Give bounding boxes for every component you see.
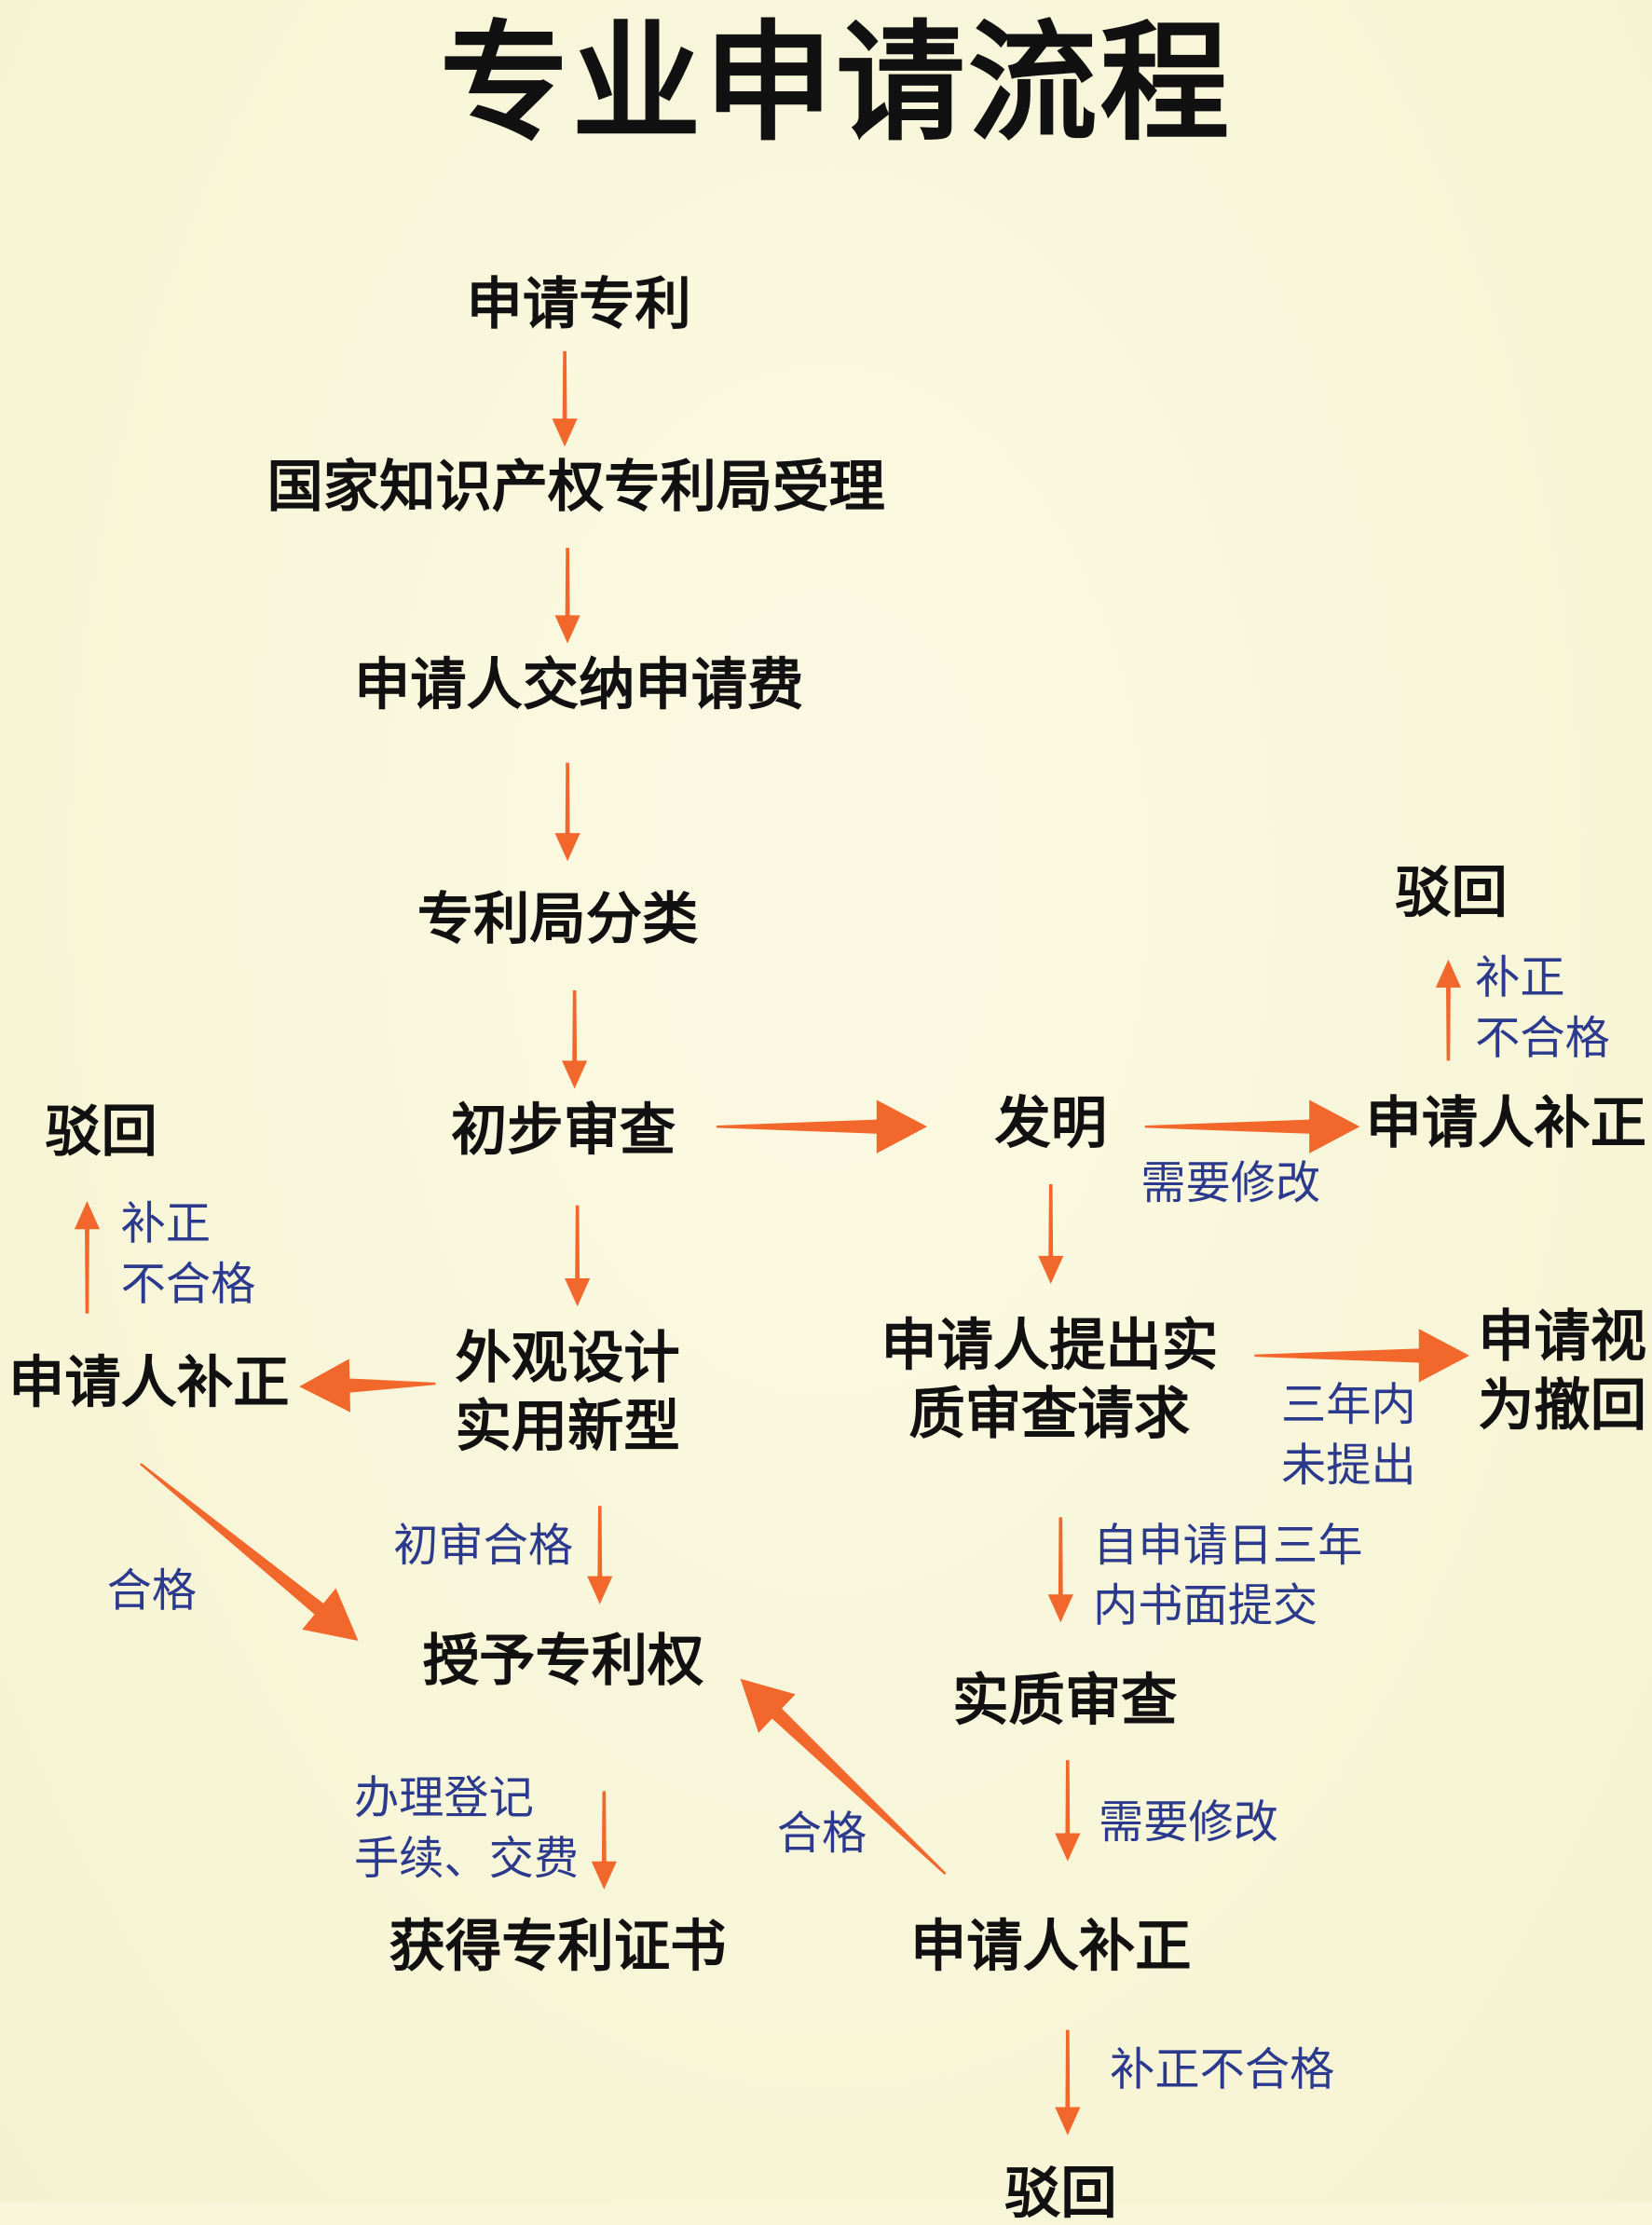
flow-arrow [1047, 1517, 1073, 1623]
label-line: 不合格 [1475, 1011, 1610, 1065]
label-prelim-pass: 初审合格 [393, 1518, 574, 1573]
flow-arrow [554, 762, 580, 862]
node-certificate: 获得专利证书 [389, 1916, 727, 1978]
node-design-line2: 实用新型 [455, 1396, 680, 1458]
node-preliminary-exam: 初步审查 [450, 1099, 676, 1162]
node-pay-fee: 申请人交纳申请费 [353, 654, 804, 717]
label-line: 三年内 [1281, 1377, 1416, 1432]
label-fail-bottom: 补正不合格 [1110, 2042, 1335, 2096]
node-invention: 发明 [994, 1092, 1108, 1155]
node-substantive-request: 申请人提出实 质审查请求 [881, 1312, 1218, 1449]
flow-arrow [1435, 959, 1462, 1061]
node-apply-patent: 申请专利 [466, 274, 691, 336]
flow-arrow [716, 1099, 928, 1153]
node-design-utility: 外观设计 实用新型 [455, 1325, 679, 1462]
label-fail-right: 补正 不合格 [1475, 948, 1610, 1069]
flow-arrow [1038, 1183, 1064, 1285]
node-cnipa-accept: 国家知识产权专利局受理 [266, 457, 885, 519]
label-pass-left: 合格 [106, 1563, 198, 1618]
flow-arrow [562, 990, 588, 1089]
label-pass-middle: 合格 [776, 1806, 867, 1861]
flow-arrow [1055, 1760, 1081, 1862]
node-grant: 授予专利权 [422, 1631, 704, 1693]
node-deemed-withdrawn: 申请视 为撤回 [1478, 1304, 1646, 1440]
node-reject-bottom: 驳回 [1004, 2163, 1117, 2225]
label-line: 未提出 [1281, 1438, 1416, 1493]
node-applicant-correct-right: 申请人补正 [1365, 1092, 1647, 1155]
label-line: 办理登记 [353, 1770, 534, 1825]
node-classify: 专利局分类 [416, 889, 699, 951]
label-register: 办理登记 手续、交费 [354, 1768, 579, 1890]
node-withdrawn-line2: 为撤回 [1478, 1375, 1647, 1438]
flow-arrow [74, 1201, 101, 1314]
flow-arrow [1055, 2029, 1081, 2136]
label-need-modify-bottom: 需要修改 [1099, 1795, 1279, 1850]
flow-arrow [587, 1506, 613, 1604]
node-design-line1: 外观设计 [455, 1328, 680, 1390]
label-three-years: 三年内 未提出 [1281, 1375, 1416, 1496]
flow-arrow [554, 548, 580, 644]
node-request-line2: 质审查请求 [908, 1384, 1191, 1446]
label-line: 不合格 [120, 1257, 256, 1311]
node-reject-top-right: 驳回 [1395, 862, 1508, 925]
flow-arrow [1144, 1099, 1360, 1153]
node-request-line1: 申请人提出实 [881, 1315, 1219, 1377]
flow-arrow [1254, 1329, 1470, 1383]
node-applicant-correct-left: 申请人补正 [8, 1352, 290, 1415]
flow-arrow [299, 1358, 436, 1413]
node-applicant-correct-bottom: 申请人补正 [909, 1916, 1192, 1978]
label-line: 自申请日三年 [1092, 1518, 1363, 1572]
node-withdrawn-line1: 申请视 [1478, 1306, 1647, 1369]
flow-arrow [740, 1678, 947, 1876]
flow-arrow [565, 1205, 591, 1307]
label-line: 内书面提交 [1092, 1578, 1318, 1632]
label-within-three-years: 自申请日三年 内书面提交 [1093, 1516, 1363, 1637]
node-substantive-exam: 实质审查 [952, 1670, 1178, 1732]
label-fail-left: 补正 不合格 [121, 1194, 256, 1315]
flow-arrow [591, 1791, 617, 1890]
label-need-modify-top: 需要修改 [1140, 1155, 1321, 1210]
node-reject-left: 驳回 [45, 1101, 157, 1164]
label-line: 补正 [1475, 950, 1565, 1004]
flow-arrow [552, 350, 578, 447]
flow-arrow [140, 1463, 359, 1641]
label-line: 补正 [120, 1196, 212, 1250]
page-title: 专业申请流程 [439, 12, 1233, 157]
label-line: 手续、交费 [353, 1832, 580, 1886]
